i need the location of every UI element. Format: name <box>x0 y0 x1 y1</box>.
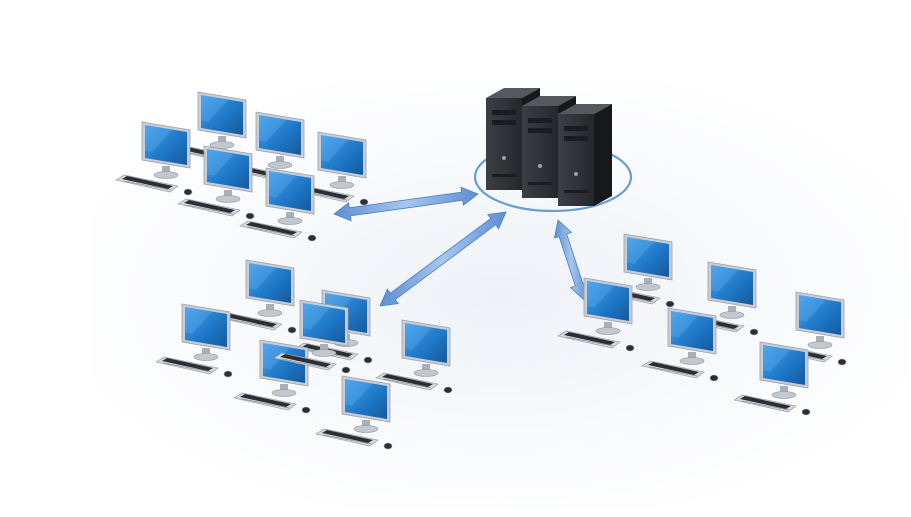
monitor-icon <box>203 145 253 203</box>
workstation-bottom-left <box>273 299 351 374</box>
mouse-icon <box>625 344 635 352</box>
monitor-icon <box>759 341 809 399</box>
keyboard-icon <box>375 372 439 391</box>
mouse-icon <box>443 386 453 394</box>
mouse-icon <box>287 326 297 334</box>
mouse-icon <box>341 366 351 374</box>
link-arrow-top-left <box>333 186 479 222</box>
mouse-icon <box>801 408 811 416</box>
monitor-icon <box>707 261 757 319</box>
workstation-top-left <box>291 131 369 206</box>
workstation-right <box>641 307 719 382</box>
keyboard-icon <box>239 220 303 239</box>
monitor-icon <box>141 121 191 179</box>
keyboard-icon <box>115 174 179 193</box>
monitor-icon <box>623 233 673 291</box>
mouse-icon <box>245 212 255 220</box>
monitor-icon <box>667 307 717 365</box>
workstation-top-left <box>239 167 317 242</box>
workstation-clusters <box>115 91 847 450</box>
mouse-icon <box>307 234 317 242</box>
workstation-top-left <box>115 121 193 196</box>
keyboard-icon <box>233 392 297 411</box>
keyboard-icon <box>177 198 241 217</box>
mouse-icon <box>301 406 311 414</box>
keyboard-icon <box>315 428 379 447</box>
monitor-icon <box>299 299 349 357</box>
mouse-icon <box>359 198 369 206</box>
keyboard-icon <box>733 394 797 413</box>
link-arrow-bottom-left <box>379 211 507 307</box>
mouse-icon <box>665 300 675 308</box>
workstation-right <box>557 277 635 352</box>
connection-links <box>333 186 589 307</box>
mouse-icon <box>383 442 393 450</box>
monitor-icon <box>265 167 315 225</box>
monitor-icon <box>255 111 305 169</box>
mouse-icon <box>709 374 719 382</box>
mouse-icon <box>749 328 759 336</box>
workstation-bottom-left <box>375 319 453 394</box>
mouse-icon <box>223 370 233 378</box>
monitor-icon <box>197 91 247 149</box>
monitor-icon <box>401 319 451 377</box>
workstation-right <box>597 233 675 308</box>
mouse-icon <box>837 358 847 366</box>
workstation-bottom-left <box>233 339 311 414</box>
keyboard-icon <box>641 360 705 379</box>
keyboard-icon <box>273 352 337 371</box>
monitor-icon <box>341 375 391 433</box>
server-tower-icon <box>558 104 612 206</box>
keyboard-icon <box>557 330 621 349</box>
mouse-icon <box>183 188 193 196</box>
monitor-icon <box>181 303 231 361</box>
monitor-icon <box>259 339 309 397</box>
monitor-icon <box>795 291 845 349</box>
keyboard-icon <box>155 356 219 375</box>
workstation-bottom-left <box>155 303 233 378</box>
workstation-top-left <box>177 145 255 220</box>
workstation-bottom-left <box>315 375 393 450</box>
mouse-icon <box>363 356 373 364</box>
workstation-right <box>733 341 811 416</box>
monitor-icon <box>317 131 367 189</box>
monitor-icon <box>583 277 633 335</box>
server-hub <box>473 88 633 213</box>
monitor-icon <box>245 259 295 317</box>
